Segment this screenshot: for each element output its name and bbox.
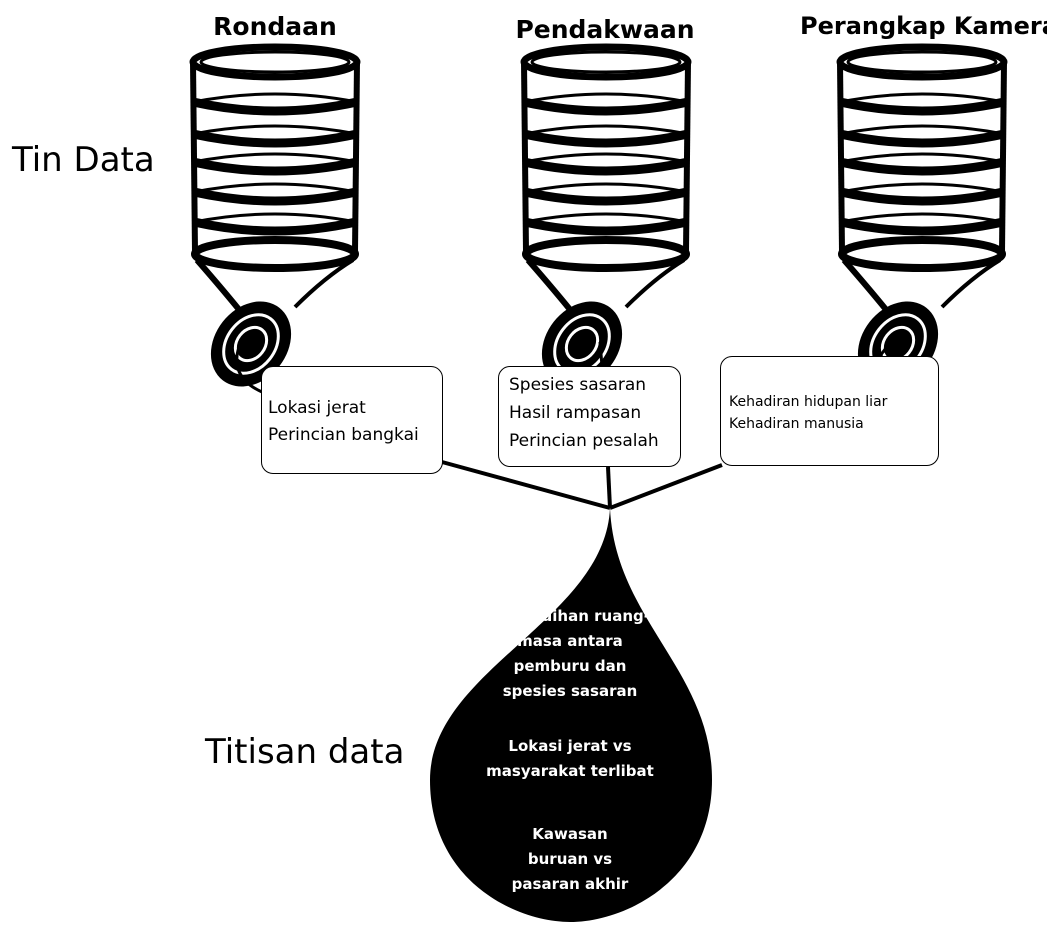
drop-text-overlap: Pertindihan ruang- masa antara pemburu d… [470, 604, 670, 704]
box-line: Perincian pesalah [509, 431, 659, 451]
drop-text-snare: Lokasi jerat vs masyarakat terlibat [470, 734, 670, 784]
drop-text-market: Kawasan buruan vs pasaran akhir [470, 822, 670, 897]
box-line: Perincian bangkai [268, 425, 419, 445]
box-line: Spesies sasaran [509, 375, 647, 395]
drop-line: masa antara [517, 632, 623, 650]
can-title-pendakwaan: Pendakwaan [515, 15, 695, 44]
info-box-rondaan: Lokasi jerat Perincian bangkai [261, 366, 443, 474]
data-drop-shape [430, 508, 712, 922]
drop-line: Lokasi jerat vs [508, 737, 632, 755]
titisan-data-label: Titisan data [205, 732, 405, 772]
can-title-perangkap-kamera: Perangkap Kamera [800, 12, 1047, 40]
drop-line: spesies sasaran [502, 682, 638, 700]
drop-line: Pertindihan ruang- [490, 607, 650, 625]
drop-line: pemburu dan [513, 657, 627, 675]
connector-perangkap-kamera [878, 339, 894, 357]
drop-line: buruan vs [527, 850, 613, 868]
connector-box-perangkap-drop [609, 463, 723, 510]
info-box-pendakwaan: Spesies sasaran Hasil rampasan Perincian… [498, 366, 681, 467]
can-icon-perangkap-kamera [840, 47, 1004, 402]
drop-line: pasaran akhir [511, 875, 629, 893]
tin-data-label: Tin Data [12, 140, 155, 180]
box-line: Kehadiran hidupan liar [729, 394, 888, 410]
can-icon-pendakwaan [524, 47, 688, 402]
box-line: Hasil rampasan [509, 403, 642, 423]
can-icon-rondaan [193, 47, 357, 402]
box-line: Kehadiran manusia [729, 416, 864, 432]
drop-line: masyarakat terlibat [486, 762, 654, 780]
can-title-rondaan: Rondaan [213, 12, 337, 41]
connector-box-pendakwaan-drop [606, 466, 612, 509]
connector-pendakwaan [598, 341, 604, 367]
box-line: Lokasi jerat [268, 398, 366, 418]
drop-line: Kawasan [532, 825, 608, 843]
connector-rondaan [235, 339, 263, 394]
connector-box-rondaan-drop [441, 460, 611, 510]
info-box-perangkap-kamera: Kehadiran hidupan liar Kehadiran manusia [720, 356, 939, 466]
